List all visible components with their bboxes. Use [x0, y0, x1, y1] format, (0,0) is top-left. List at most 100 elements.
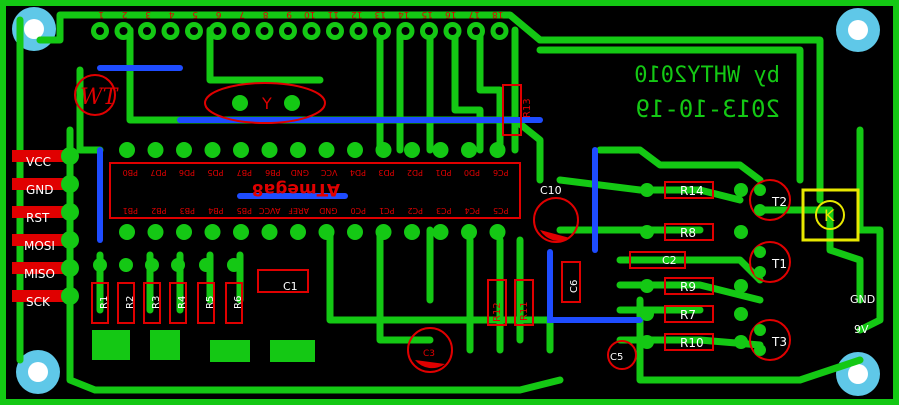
- mcu-pin-pd2: PD2: [404, 142, 423, 177]
- connector-pad-6: 6: [208, 9, 227, 40]
- mcu-pin-pb2: PB2: [147, 206, 167, 240]
- mounting-hole-top-right: [836, 8, 880, 52]
- svg-text:9: 9: [286, 9, 292, 19]
- header-pin-mosi: MOSI: [24, 239, 55, 253]
- svg-text:PB5: PB5: [237, 206, 252, 215]
- date-text: 2013-10-19: [636, 95, 781, 123]
- svg-text:11: 11: [328, 9, 339, 19]
- svg-text:15: 15: [422, 9, 433, 19]
- svg-text:R9: R9: [680, 280, 696, 294]
- connector-pad-9: 9: [279, 9, 297, 40]
- svg-text:AREF: AREF: [288, 206, 309, 215]
- resistor-r6: R6: [225, 258, 244, 324]
- svg-text:VCC: VCC: [320, 168, 337, 177]
- mcu-pin-pd1: PD1: [432, 142, 452, 177]
- svg-text:WT: WT: [80, 85, 120, 110]
- mcu-pin-gnd: GND: [318, 206, 338, 240]
- svg-text:R7: R7: [680, 308, 696, 322]
- svg-text:8: 8: [263, 9, 269, 19]
- resistor-r5: R5: [197, 258, 216, 324]
- svg-text:PD1: PD1: [435, 168, 451, 177]
- power-label-9v: 9V: [854, 323, 869, 336]
- resistor-r9: R9: [640, 277, 748, 295]
- svg-text:K: K: [824, 206, 835, 225]
- svg-text:PB7: PB7: [237, 168, 252, 177]
- svg-text:R1: R1: [99, 296, 110, 309]
- svg-text:R11: R11: [519, 301, 530, 321]
- svg-text:13: 13: [375, 9, 386, 19]
- svg-text:R6: R6: [233, 296, 244, 309]
- resistor-r2: R2: [117, 258, 136, 324]
- svg-text:R10: R10: [680, 336, 704, 350]
- mcu-pin-pc1: PC1: [375, 206, 395, 240]
- mcu-pin-pc2: PC2: [404, 206, 423, 240]
- connector-pad-15: 15: [420, 9, 438, 40]
- svg-text:18: 18: [492, 9, 504, 19]
- svg-text:1: 1: [98, 9, 104, 19]
- svg-text:12: 12: [351, 9, 362, 19]
- header-pin-rst: RST: [26, 211, 50, 225]
- mcu-pin-pb0: PB0: [119, 142, 138, 177]
- mcu-pin-pb7: PB7: [233, 142, 252, 177]
- isp-header: VCC GND RST MOSI MISO SCK: [12, 147, 79, 309]
- svg-text:R12: R12: [492, 302, 503, 322]
- crystal-y: Y: [204, 82, 326, 124]
- connector-pad-1: 1: [91, 9, 109, 40]
- svg-text:C6: C6: [569, 280, 580, 293]
- bottom-connector: [92, 330, 315, 362]
- mcu-pin-vcc: VCC: [318, 142, 338, 177]
- svg-text:PD4: PD4: [350, 168, 366, 177]
- header-pin-gnd: GND: [26, 183, 54, 197]
- mcu-pin-aref: AREF: [288, 206, 309, 240]
- connector-pad-5: 5: [185, 9, 203, 40]
- resistor-r1: R1: [91, 258, 110, 324]
- svg-text:C10: C10: [540, 184, 562, 197]
- resistor-r4: R4: [169, 258, 188, 324]
- resistor-r8: R8: [640, 223, 748, 241]
- jumper-wires: [97, 65, 643, 323]
- header-pin-sck: SCK: [26, 295, 51, 309]
- mcu-pin-pc0: PC0: [347, 206, 366, 240]
- svg-text:GND: GND: [291, 168, 309, 177]
- resistor-r7: R7: [640, 305, 748, 323]
- resistor-r12: R12: [487, 279, 507, 326]
- svg-text:R14: R14: [680, 184, 704, 198]
- capacitor-c3: C3: [407, 327, 453, 373]
- connector-pad-8: 8: [255, 9, 274, 40]
- svg-text:5: 5: [192, 9, 198, 19]
- mcu-pin-pb6: PB6: [261, 142, 281, 177]
- transistor-t1: T1: [749, 241, 791, 283]
- connector-pad-12: 12: [349, 9, 368, 40]
- svg-text:R4: R4: [177, 296, 188, 309]
- capacitor-c5: C5: [607, 340, 637, 370]
- mounting-hole-bottom-left: [16, 350, 60, 394]
- transistor-t2: T2: [749, 179, 791, 221]
- svg-text:C2: C2: [662, 254, 677, 267]
- relay-k: K: [801, 188, 860, 242]
- svg-text:PD6: PD6: [179, 168, 195, 177]
- svg-text:Y: Y: [261, 94, 272, 113]
- mcu-pin-pc5: PC5: [489, 206, 509, 240]
- svg-text:PB4: PB4: [208, 206, 223, 215]
- header-pin-miso: MISO: [24, 267, 55, 281]
- svg-text:T1: T1: [771, 257, 787, 271]
- header-pin-vcc: VCC: [26, 155, 51, 169]
- svg-text:17: 17: [469, 9, 480, 19]
- wt-logo: WT: [74, 74, 120, 116]
- svg-text:14: 14: [398, 9, 410, 19]
- svg-text:GND: GND: [319, 206, 337, 215]
- svg-text:PB0: PB0: [123, 168, 138, 177]
- mcu-pin-pd6: PD6: [176, 142, 195, 177]
- svg-text:PD0: PD0: [464, 168, 480, 177]
- mcu-pin-pd7: PD7: [147, 142, 167, 177]
- svg-text:PC0: PC0: [351, 206, 367, 215]
- svg-text:R3: R3: [151, 296, 162, 309]
- connector-pad-3: 3: [138, 9, 156, 40]
- svg-text:10: 10: [304, 9, 316, 19]
